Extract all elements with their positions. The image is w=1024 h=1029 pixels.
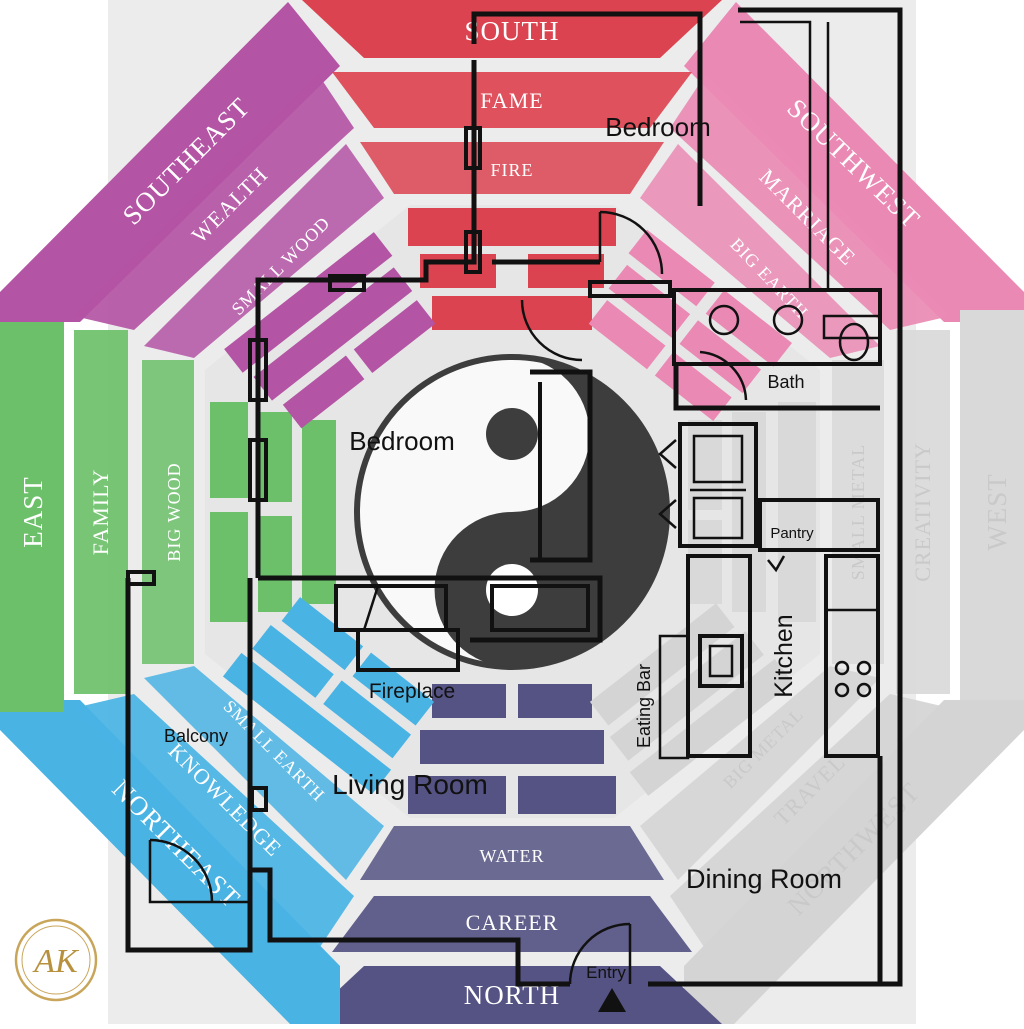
room-bedroom-top: Bedroom: [605, 112, 711, 142]
bath-door-swing: [699, 350, 748, 401]
entry-arrow-icon: [598, 988, 626, 1012]
burner-2: [856, 660, 872, 676]
label-water: WATER: [480, 846, 545, 866]
post: [250, 786, 268, 812]
room-entry: Entry: [586, 963, 626, 982]
label-east: EAST: [18, 476, 48, 548]
trigram-north: [408, 684, 616, 814]
entry-door-swing: [568, 922, 631, 985]
washer: [692, 434, 744, 484]
logo-monogram: AK: [32, 943, 80, 980]
label-fame: FAME: [480, 88, 544, 113]
wall-bedroom-top: [471, 11, 703, 206]
wall-balcony: [125, 578, 570, 987]
east-area-band: [74, 330, 128, 694]
fireplace-box: [356, 628, 460, 672]
kitchen-counter-right: [824, 554, 880, 758]
floor-plan: [125, 7, 903, 1012]
eating-bar-counter: [658, 634, 690, 760]
wall-main-bedroom-west: [255, 277, 330, 578]
wall-fireplace: [258, 575, 603, 643]
northeast-element-band: [144, 666, 384, 880]
label-fire: FIRE: [490, 160, 533, 180]
room-bath: Bath: [767, 372, 804, 392]
window-segment: [328, 274, 366, 292]
room-living-room: Living Room: [332, 769, 488, 800]
room-fireplace: Fireplace: [369, 680, 455, 703]
west-element-band: [832, 360, 884, 664]
window-west-2: [248, 438, 268, 502]
room-bedroom-main: Bedroom: [349, 426, 455, 456]
kitchen-sink: [698, 634, 744, 688]
room-pantry: Pantry: [770, 525, 814, 542]
label-small-metal: SMALL METAL: [848, 444, 868, 580]
room-labels: Bedroom Bedroom Bath Pantry Kitchen Eati…: [164, 112, 842, 982]
closet-unit: [490, 584, 590, 632]
dryer: [692, 496, 744, 540]
bath-sink-2: [772, 304, 804, 336]
laundry-unit: [678, 422, 758, 548]
burner-1: [834, 660, 850, 676]
southeast-area-band: [74, 74, 354, 330]
label-career: CAREER: [466, 910, 559, 935]
balcony-door-swing: [149, 838, 214, 903]
main-bedroom-door-swing: [520, 299, 583, 362]
northeast-band: [0, 700, 340, 1024]
brand-logo: AK: [14, 918, 98, 1002]
exterior-wall-east: [648, 7, 903, 987]
middle-ring: [74, 72, 950, 952]
kitchen-sink-basin: [708, 644, 734, 678]
bath-toilet: [838, 322, 870, 362]
balcony-rail-top: [126, 570, 156, 586]
south-area-band: [332, 72, 692, 128]
bath-sink-1: [708, 304, 740, 336]
door-jamb: [464, 126, 482, 170]
room-kitchen: Kitchen: [770, 614, 798, 697]
east-element-band: [142, 360, 194, 664]
south-element-band: [360, 142, 664, 194]
room-eating-bar: Eating Bar: [634, 664, 654, 748]
room-balcony: Balcony: [164, 726, 228, 746]
fireplace-line: [362, 585, 380, 631]
northeast-area-band: [74, 694, 354, 950]
pantry-wall: [758, 498, 880, 552]
closet-wall: [740, 20, 812, 288]
northwest-band: [684, 700, 1024, 1024]
southwest-band: [684, 2, 1024, 322]
label-big-wood: BIG WOOD: [164, 462, 184, 561]
southeast-element-band: [144, 144, 384, 358]
wall-center-column: [530, 369, 593, 563]
label-west: WEST: [982, 473, 1012, 551]
north-element-band: [360, 826, 664, 880]
window-west-1: [248, 338, 268, 402]
laundry-door-top: [658, 439, 677, 469]
laundry-door-bottom: [658, 499, 677, 529]
bath-tank: [822, 314, 882, 340]
label-family: FAMILY: [88, 469, 113, 556]
balcony-door: [148, 840, 250, 904]
east-band: [0, 310, 64, 712]
label-south: SOUTH: [464, 16, 559, 46]
northwest-element-band: [640, 666, 880, 880]
yin-yang-symbol: [354, 354, 670, 670]
label-creativity: CREATIVITY: [910, 442, 935, 582]
wall-bedroom-west: [330, 60, 477, 283]
west-band: [960, 310, 1024, 712]
trigram-southeast: [224, 232, 436, 429]
pantry-door: [767, 555, 786, 573]
southeast-band: [0, 2, 340, 322]
burner-3: [834, 682, 850, 698]
trigram-east: [210, 402, 336, 622]
bedroom-door-swing: [599, 210, 664, 275]
door-jamb-2: [464, 230, 482, 274]
wall-segment: [588, 280, 672, 298]
room-dining-room: Dining Room: [686, 864, 842, 894]
yin-dot: [486, 408, 538, 460]
wall-bath-south: [673, 364, 880, 411]
burner-4: [856, 682, 872, 698]
west-area-band: [896, 330, 950, 694]
